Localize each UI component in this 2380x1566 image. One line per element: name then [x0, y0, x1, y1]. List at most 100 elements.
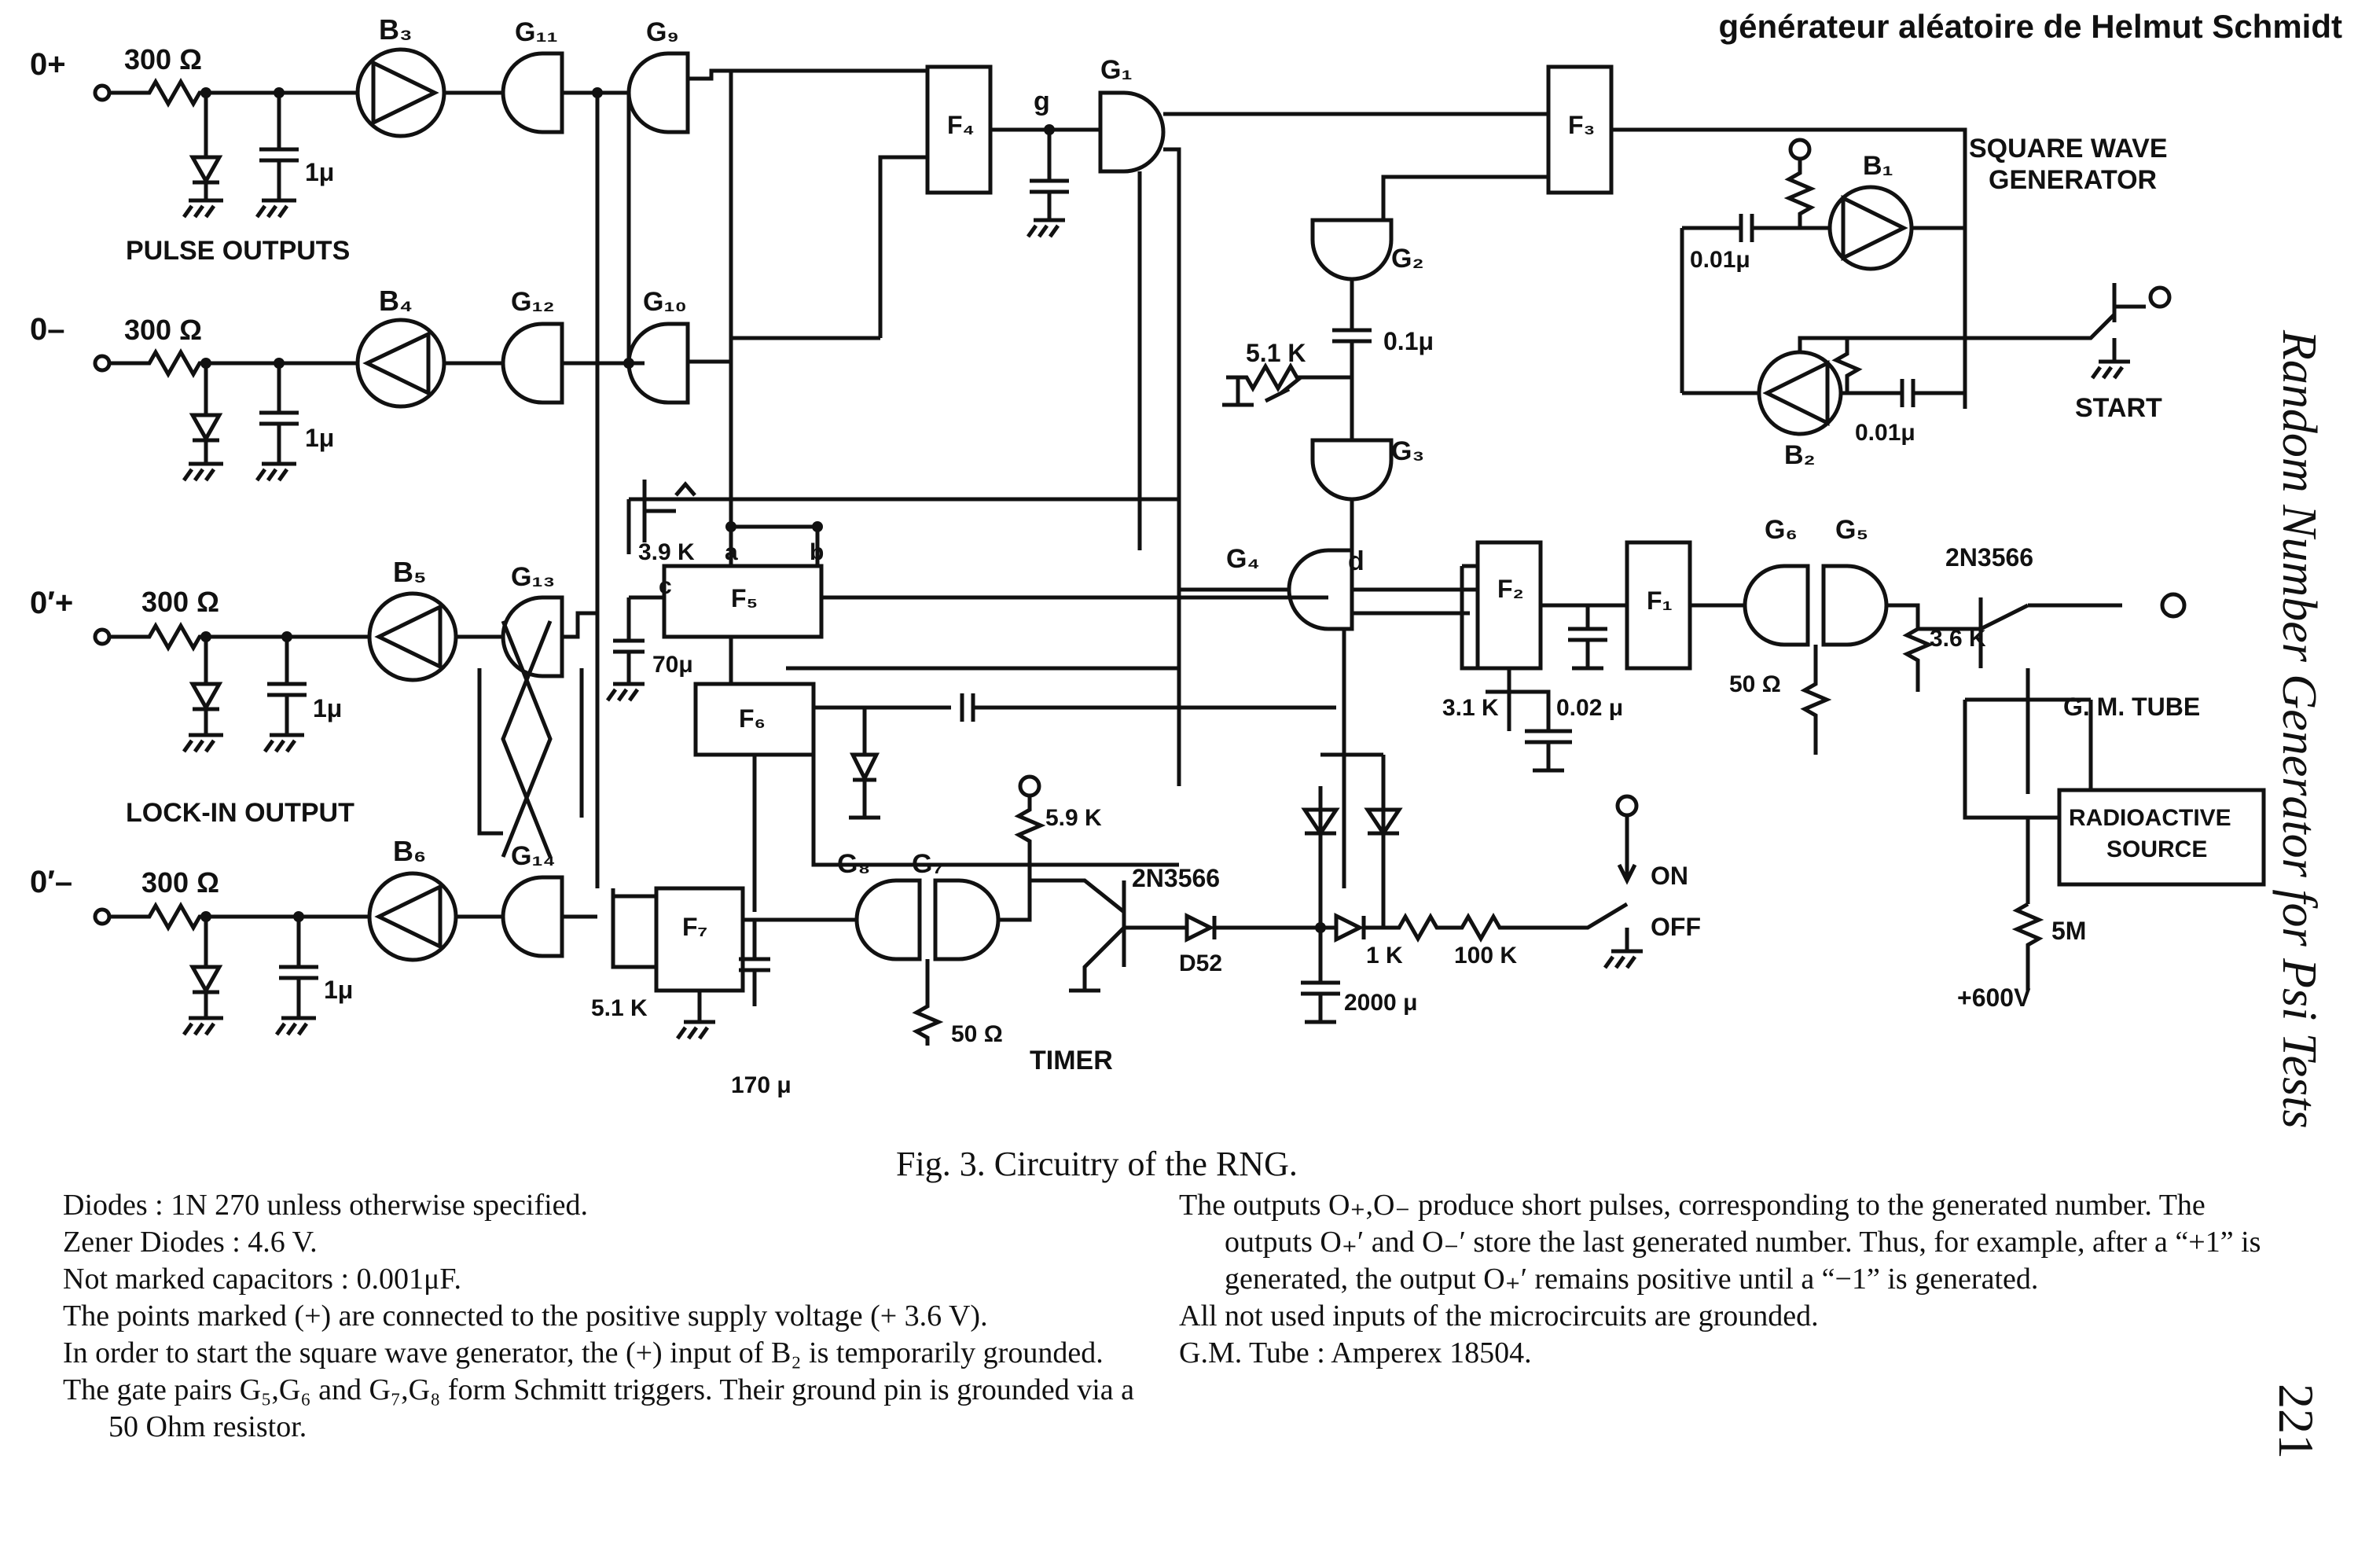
- control-block-right: [1460, 540, 2266, 991]
- label-generator: GENERATOR: [1989, 165, 2157, 195]
- gate-g2: [1310, 218, 1394, 281]
- label-b3: B₃: [379, 13, 413, 46]
- label-g14: G₁₄: [511, 841, 556, 871]
- gate-g12: [501, 322, 564, 405]
- label-r300-3: 300 Ω: [141, 586, 219, 618]
- label-cap-001u-2: 0.01μ: [1855, 420, 1915, 446]
- label-r300-4: 300 Ω: [141, 866, 219, 899]
- note-left-4: The points marked (+) are connected to t…: [63, 1299, 988, 1333]
- channel3-shunts: [182, 637, 307, 753]
- label-cap-70u: 70μ: [652, 652, 693, 678]
- label-cap-002u: 0.02 μ: [1556, 695, 1623, 721]
- label-b: b: [810, 539, 824, 565]
- label-d: d: [1348, 546, 1364, 576]
- gate-g7: [933, 878, 1001, 961]
- supply-plus-start: [2148, 285, 2172, 309]
- label-r51k-2: 5.1 K: [591, 995, 648, 1021]
- label-cap-1u-1: 1μ: [305, 158, 334, 186]
- label-a: a: [725, 539, 738, 565]
- label-on: ON: [1651, 862, 1688, 890]
- label-f4: F₄: [947, 111, 975, 139]
- buffer-b3: [355, 47, 446, 138]
- label-2n3566-1: 2N3566: [1945, 543, 2033, 572]
- label-r39k: 3.9 K: [638, 539, 695, 565]
- buffer-b4: [355, 318, 446, 409]
- note-right-1: The outputs O₊,O₋ produce short pulses, …: [1179, 1189, 2261, 1296]
- flipflop-f4: [925, 64, 993, 195]
- side-title: Random Number Generator for Psi Tests: [2272, 330, 2326, 1129]
- note-left-5: In order to start the square wave genera…: [63, 1336, 1104, 1369]
- label-g8: G₈: [837, 849, 870, 879]
- flipflop-f6: [693, 682, 816, 757]
- label-lockin-output: LOCK-IN OUTPUT: [126, 798, 354, 828]
- note-right-2: All not used inputs of the microcircuits…: [1179, 1299, 1819, 1333]
- label-f1: F₁: [1647, 586, 1673, 615]
- gate-g9: [626, 51, 690, 134]
- label-c: c: [659, 573, 672, 599]
- label-600v: +600V: [1957, 983, 2031, 1012]
- label-d52: D52: [1179, 950, 1222, 976]
- label-o-minus-prime: 0′–: [30, 865, 72, 899]
- label-r300-1: 300 Ω: [124, 43, 202, 75]
- label-g2: G₂: [1391, 244, 1424, 274]
- supply-plus-gm: [2160, 592, 2187, 619]
- supply-plus-timer: [1018, 774, 1041, 798]
- label-f5: F₅: [731, 584, 758, 612]
- gate-g11: [501, 51, 564, 134]
- flipflop-f7: [654, 886, 745, 993]
- label-cap-1u-3: 1μ: [313, 694, 342, 722]
- label-2n3566-2: 2N3566: [1132, 864, 1220, 892]
- label-cap-2000u: 2000 μ: [1344, 990, 1417, 1016]
- figure-caption: Fig. 3. Circuitry of the RNG.: [896, 1145, 1298, 1183]
- label-g7: G₇: [912, 849, 943, 879]
- gate-g1: [1098, 90, 1166, 174]
- buffer-b5: [367, 591, 458, 682]
- supply-plus-on: [1615, 794, 1639, 818]
- supply-plus-1: [1788, 138, 1812, 161]
- gate-g5: [1821, 564, 1889, 647]
- channel4-shunts: [182, 917, 318, 1036]
- label-radioactive: RADIOACTIVE: [2069, 805, 2231, 831]
- terminal-o-plus: [93, 83, 112, 102]
- label-g12: G₁₂: [511, 287, 555, 317]
- note-right-3: G.M. Tube : Amperex 18504.: [1179, 1336, 1532, 1369]
- label-g6: G₆: [1765, 515, 1798, 545]
- flipflop-f1: [1625, 540, 1692, 671]
- label-f7: F₇: [682, 913, 707, 941]
- label-r5m: 5M: [2051, 917, 2086, 945]
- flipflop-f5: [662, 564, 824, 639]
- label-r36k: 3.6 K: [1930, 626, 1986, 652]
- radioactive-source-box: [2057, 788, 2266, 887]
- note-left-2: Zener Diodes : 4.6 V.: [63, 1226, 318, 1259]
- rng-circuit-diagram: 0+ 0– 0′+ 0′– 300 Ω 300 Ω 300 Ω 300 Ω 1μ…: [30, 13, 2266, 1098]
- label-start: START: [2075, 393, 2162, 423]
- terminal-o-minus-prime: [93, 907, 112, 926]
- label-cap-001u-1: 0.01μ: [1690, 247, 1750, 273]
- label-g13: G₁₃: [511, 562, 555, 592]
- label-o-plus: 0+: [30, 47, 66, 82]
- label-o-plus-prime: 0′+: [30, 586, 73, 620]
- label-g5: G₅: [1835, 515, 1868, 545]
- flipflop-f2: [1475, 540, 1543, 671]
- label-f3: F₃: [1568, 111, 1595, 139]
- label-g4: G₄: [1226, 544, 1260, 574]
- buffer-b6: [367, 871, 458, 962]
- label-b4: B₄: [379, 285, 413, 317]
- label-f6: F₆: [739, 704, 766, 733]
- label-off: OFF: [1651, 913, 1701, 941]
- label-f2: F₂: [1497, 575, 1524, 603]
- label-source: SOURCE: [2106, 836, 2207, 862]
- output-channels: [93, 47, 927, 1036]
- label-b1: B₁: [1863, 151, 1893, 181]
- terminal-o-plus-prime: [93, 627, 112, 646]
- label-g1: G₁: [1100, 55, 1133, 85]
- control-block-top: [878, 64, 2172, 888]
- page-number: 221: [2268, 1384, 2324, 1459]
- label-square-wave: SQUARE WAVE: [1969, 134, 2168, 164]
- label-b2: B₂: [1784, 440, 1816, 470]
- label-r59k: 5.9 K: [1045, 805, 1102, 831]
- channel1-shunts: [182, 93, 299, 219]
- label-g3: G₃: [1391, 436, 1424, 466]
- notes-right: The outputs O₊,O₋ produce short pulses, …: [1179, 1187, 2264, 1372]
- control-block-mid: [605, 480, 1643, 1046]
